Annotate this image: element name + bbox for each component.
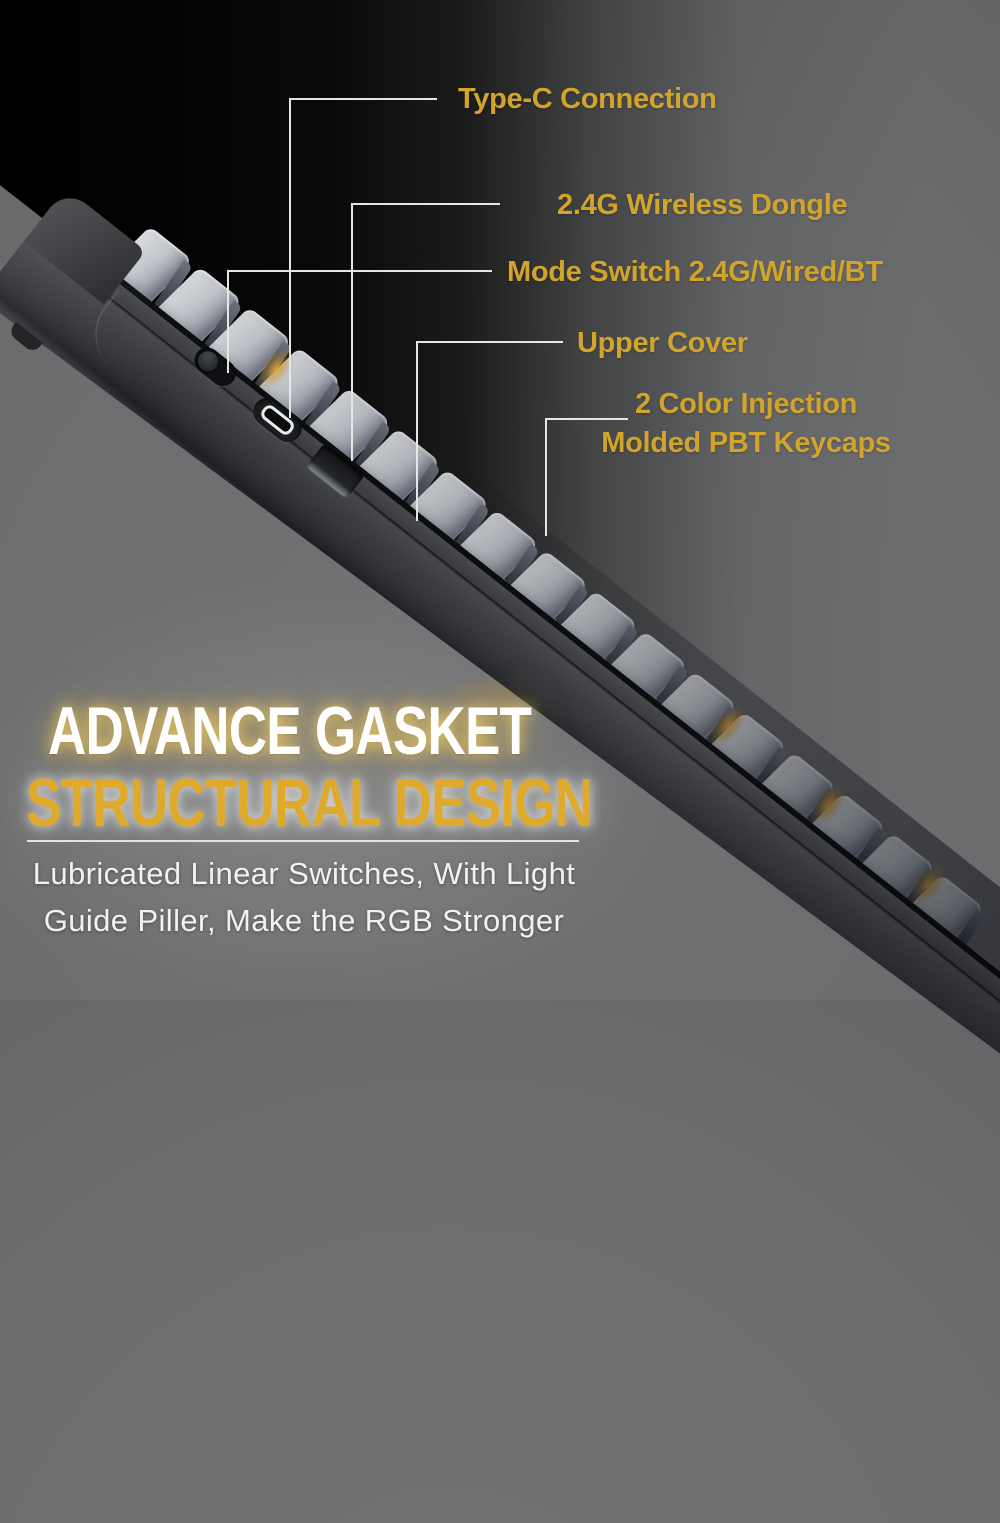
headline-divider (27, 840, 579, 842)
label-mode-switch: Mode Switch 2.4G/Wired/BT (507, 256, 883, 288)
subtext-line1: Lubricated Linear Switches, With Light (32, 856, 576, 891)
promo-image: { "callouts": [ { "label": "Type-C Conne… (0, 0, 1000, 1000)
callout-line-upper-cover-v (416, 341, 418, 521)
label-type-c: Type-C Connection (458, 83, 717, 115)
label-upper-cover: Upper Cover (577, 327, 748, 359)
label-keycaps: 2 Color Injection Molded PBT Keycaps (600, 385, 892, 463)
callout-line-keycaps-h (546, 418, 628, 420)
callout-line-mode-switch-h (228, 270, 492, 272)
callout-line-dongle-v (351, 203, 353, 461)
headline-line1: ADVANCE GASKET (48, 693, 532, 769)
callout-line-upper-cover-h (417, 341, 563, 343)
label-keycaps-line2: Molded PBT Keycaps (601, 427, 891, 459)
callout-line-keycaps-v (545, 418, 547, 536)
label-dongle: 2.4G Wireless Dongle (557, 189, 848, 221)
subtext: Lubricated Linear Switches, With Light G… (12, 850, 596, 944)
callout-line-type-c-h (290, 98, 437, 100)
callout-line-dongle-h (352, 203, 500, 205)
callout-line-mode-switch-v (227, 270, 229, 373)
callout-line-type-c-v (289, 98, 291, 418)
subtext-line2: Guide Piller, Make the RGB Stronger (43, 903, 565, 938)
label-keycaps-line1: 2 Color Injection (634, 388, 858, 420)
headline-line2: STRUCTURAL DESIGN (26, 765, 593, 841)
